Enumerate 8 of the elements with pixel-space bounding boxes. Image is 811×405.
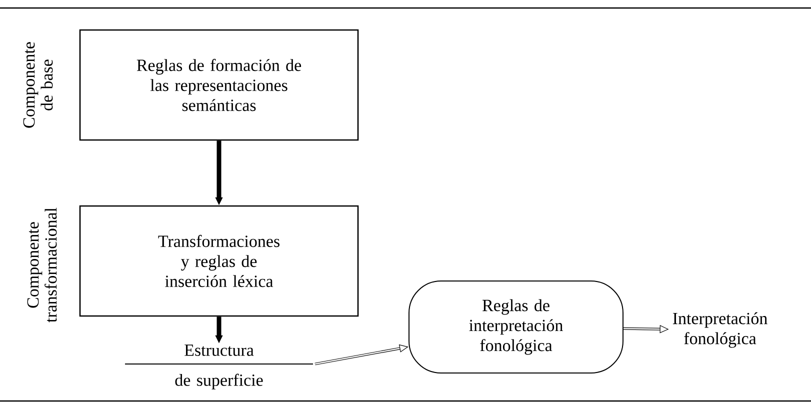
process-box: Transformaciones y reglas de inserción léxica — [79, 205, 359, 317]
side-label: Componente transformacional — [27, 208, 57, 322]
output-text: Estructura de superficie — [124, 344, 314, 390]
output-text: Interpretación fonológica — [672, 312, 768, 348]
process-box: Reglas de formación de las representaciones semánticas — [79, 29, 359, 141]
arrow — [314, 344, 408, 366]
rounded-box: Reglas de interpretación fonológica — [408, 280, 624, 374]
side-label: Componente de base — [23, 42, 53, 128]
